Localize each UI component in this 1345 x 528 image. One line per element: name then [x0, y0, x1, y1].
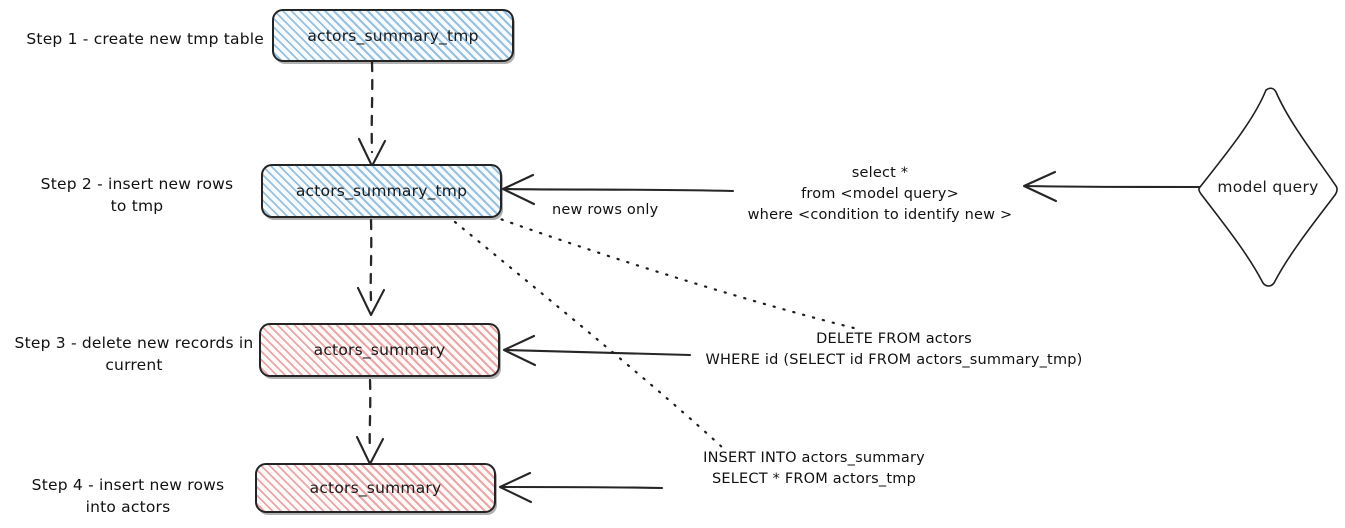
arrow-insert-to-step4	[498, 471, 664, 504]
node-step3-actors-summary[interactable]: actors_summary	[259, 323, 500, 377]
step2-caption: Step 2 - insert new rows to tmp	[40, 175, 234, 216]
node-step1-label: actors_summary_tmp	[307, 26, 479, 45]
dotted-ref-step2-delete	[490, 214, 864, 332]
edge-label-model-query-sql: select * from <model query> where <condi…	[747, 165, 1013, 224]
node-model-query[interactable]: model query	[1196, 84, 1340, 290]
node-step3-label: actors_summary	[313, 341, 446, 359]
node-step4-actors-summary[interactable]: actors_summary	[255, 463, 496, 513]
step4-caption: Step 4 - insert new rows into actors	[31, 476, 225, 517]
edge-label-insert-sql: INSERT INTO actors_summary SELECT * FROM…	[703, 450, 925, 488]
step1-caption: Step 1 - create new tmp table	[26, 30, 264, 48]
edge-label-delete-sql: DELETE FROM actors WHERE id (SELECT id F…	[705, 331, 1083, 369]
step3-caption: Step 3 - delete new records in current	[14, 334, 254, 375]
node-step2-label: actors_summary_tmp	[295, 182, 468, 200]
node-step4-label: actors_summary	[309, 479, 442, 497]
diamond-shape	[1198, 87, 1338, 287]
flow-arrow-step3-step4	[355, 378, 385, 466]
flow-arrow-step2-step3	[356, 218, 386, 317]
model-query-label: model query	[1217, 178, 1319, 196]
edge-label-new-rows-only: new rows only	[552, 202, 659, 218]
arrow-delete-to-step3	[502, 334, 692, 367]
flow-arrow-step1-step2	[357, 60, 387, 168]
arrow-modelquery-to-text	[1022, 170, 1201, 203]
node-step1-actors-summary-tmp[interactable]: actors_summary_tmp	[272, 9, 514, 62]
node-step2-actors-summary-tmp[interactable]: actors_summary_tmp	[261, 164, 502, 218]
